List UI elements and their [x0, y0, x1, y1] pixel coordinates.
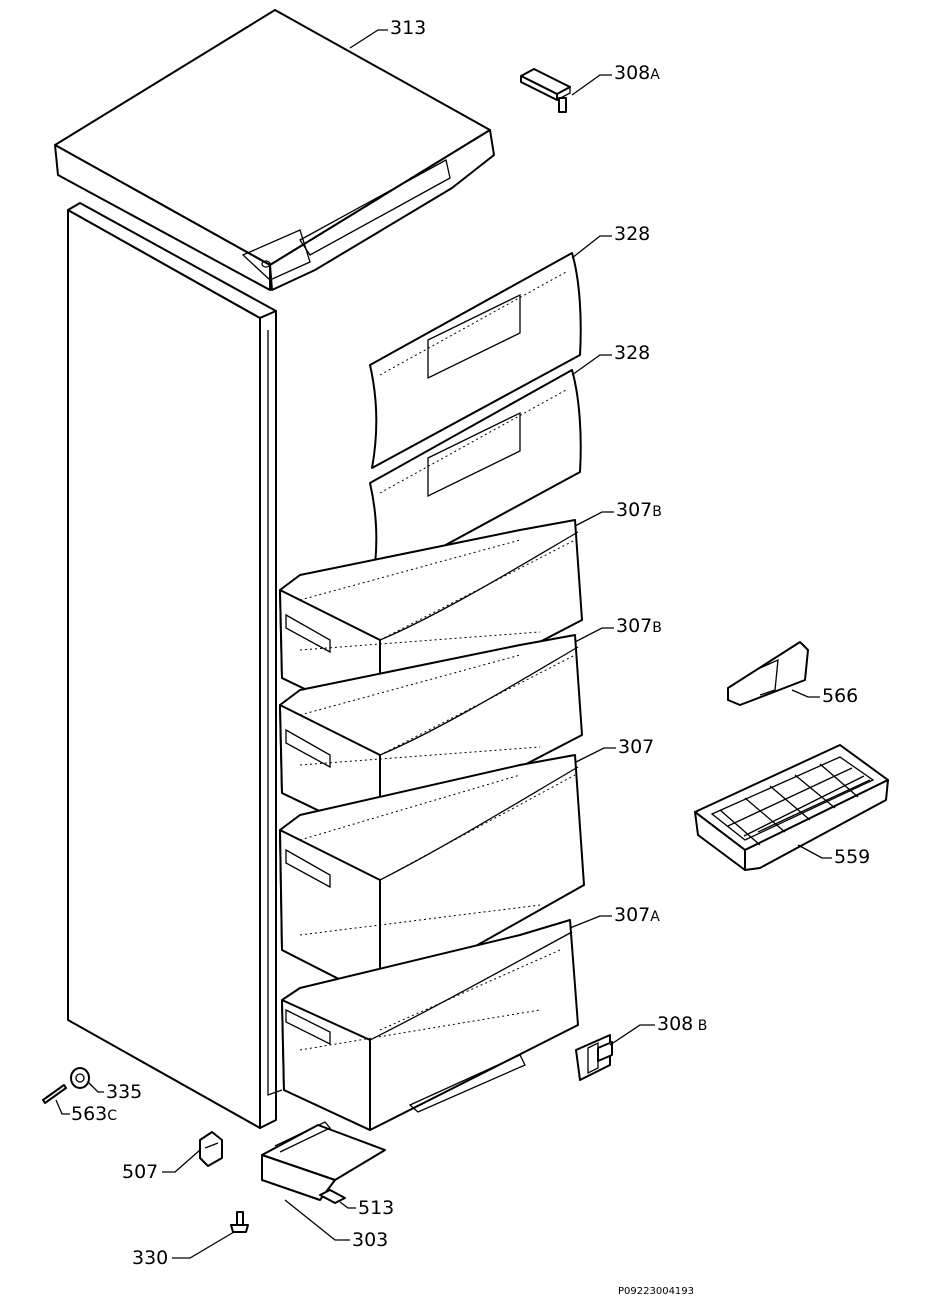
- pin-563c: [42, 1084, 67, 1104]
- label-313: 313: [390, 17, 427, 39]
- label-328-lower: 328: [614, 342, 651, 364]
- label-513: 513: [358, 1197, 395, 1219]
- label-308a: 308A: [614, 62, 660, 84]
- label-307a: 307A: [614, 904, 660, 926]
- part-507: [199, 1131, 223, 1167]
- flap-328-lower: [369, 369, 582, 586]
- foot-335: [70, 1067, 90, 1089]
- label-307b-lower: 307B: [616, 615, 662, 637]
- top-cover-313: [54, 9, 495, 291]
- ice-tray-559: [694, 744, 889, 871]
- hinge-308b: [575, 1034, 613, 1081]
- drawer-307a: [281, 919, 579, 1131]
- drawer-307: [279, 754, 585, 1001]
- clip-566: [727, 641, 809, 706]
- label-563c: 563C: [71, 1103, 118, 1125]
- part-513: [319, 1189, 346, 1204]
- label-307b-upper: 307B: [616, 499, 662, 521]
- label-307: 307: [618, 736, 655, 758]
- label-328-upper: 328: [614, 223, 651, 245]
- label-330: 330: [132, 1247, 169, 1269]
- label-303: 303: [352, 1229, 389, 1251]
- label-335: 335: [106, 1081, 143, 1103]
- cabinet-body: [67, 202, 283, 1129]
- label-507: 507: [122, 1161, 159, 1183]
- label-308b: 308 B: [657, 1013, 708, 1035]
- leader-lines: [55, 29, 832, 1259]
- flap-328-upper: [369, 252, 582, 469]
- drawing-code: P09223004193: [618, 1286, 695, 1297]
- foot-330: [230, 1211, 249, 1233]
- label-559: 559: [834, 846, 871, 868]
- hinge-308a: [520, 68, 571, 113]
- label-566: 566: [822, 685, 859, 707]
- kick-plate-303: [261, 1121, 386, 1201]
